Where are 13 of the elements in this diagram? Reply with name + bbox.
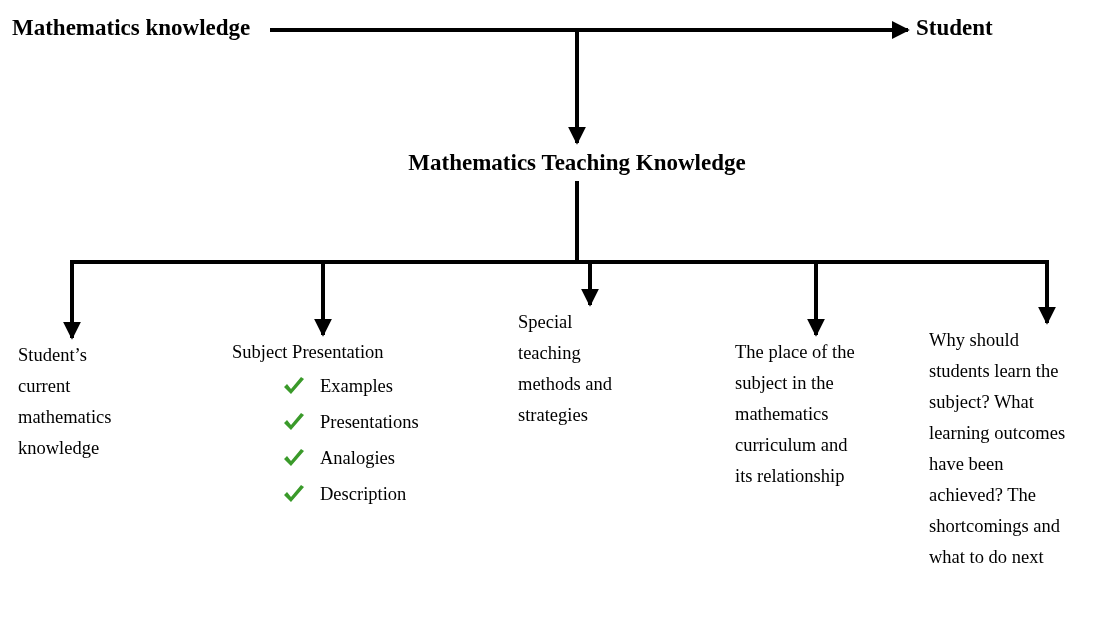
heading-text: Mathematics knowledge	[12, 10, 270, 46]
node-text: Why should students learn the subject? What learning outcomes have been achieved? The shortcomings and what to do next	[929, 325, 1081, 573]
node-text: The place of the subject in the mathematics curriculum and its relationship	[735, 337, 857, 492]
list-item-text: Description	[320, 482, 408, 506]
heading-text: Subject Presentation	[232, 341, 385, 364]
heading-text: Student	[916, 10, 1036, 46]
node-text: Student’s current mathematics knowledge	[18, 340, 143, 464]
node-text: Special teaching methods and strategies	[518, 307, 633, 431]
list-item-text: Analogies	[320, 446, 396, 470]
arrow	[270, 28, 586, 145]
list-item-text: Examples	[320, 374, 394, 398]
heading-text: Mathematics Teaching Knowledge	[322, 145, 832, 181]
arrow	[575, 181, 1056, 325]
